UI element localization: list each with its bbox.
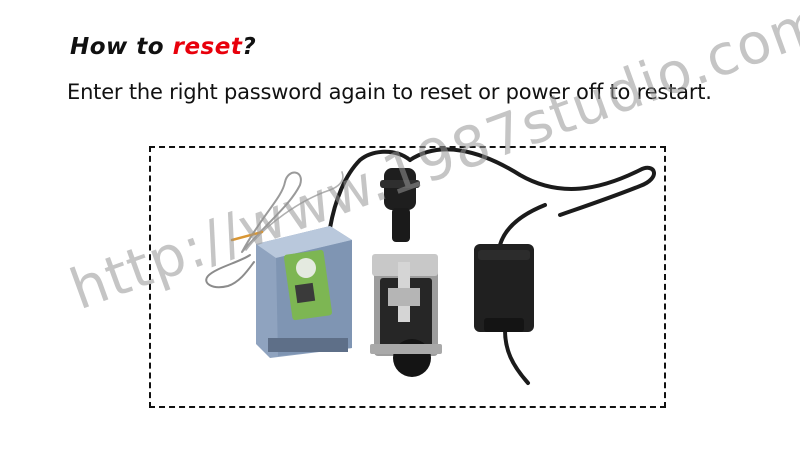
power-cable-bottom (503, 328, 530, 385)
title-suffix: ? (242, 34, 257, 60)
orange-lead (230, 230, 264, 242)
page-title: How to reset? (70, 34, 256, 60)
photo-frame (149, 146, 666, 408)
control-cable (328, 149, 412, 230)
power-cable-top (408, 147, 656, 217)
controller-box (256, 226, 352, 358)
cables (205, 147, 656, 385)
sensor-wire-2 (245, 171, 344, 251)
key-switch (370, 254, 442, 377)
title-keyword: reset (172, 34, 243, 60)
sensor-wire (241, 171, 302, 253)
title-prefix: How to (70, 34, 173, 60)
aviation-connector (380, 168, 420, 242)
instruction-text: Enter the right password again to reset … (67, 80, 712, 104)
power-adapter (474, 244, 534, 332)
lead-bundle (205, 254, 255, 289)
power-cable-adapter (498, 203, 547, 247)
